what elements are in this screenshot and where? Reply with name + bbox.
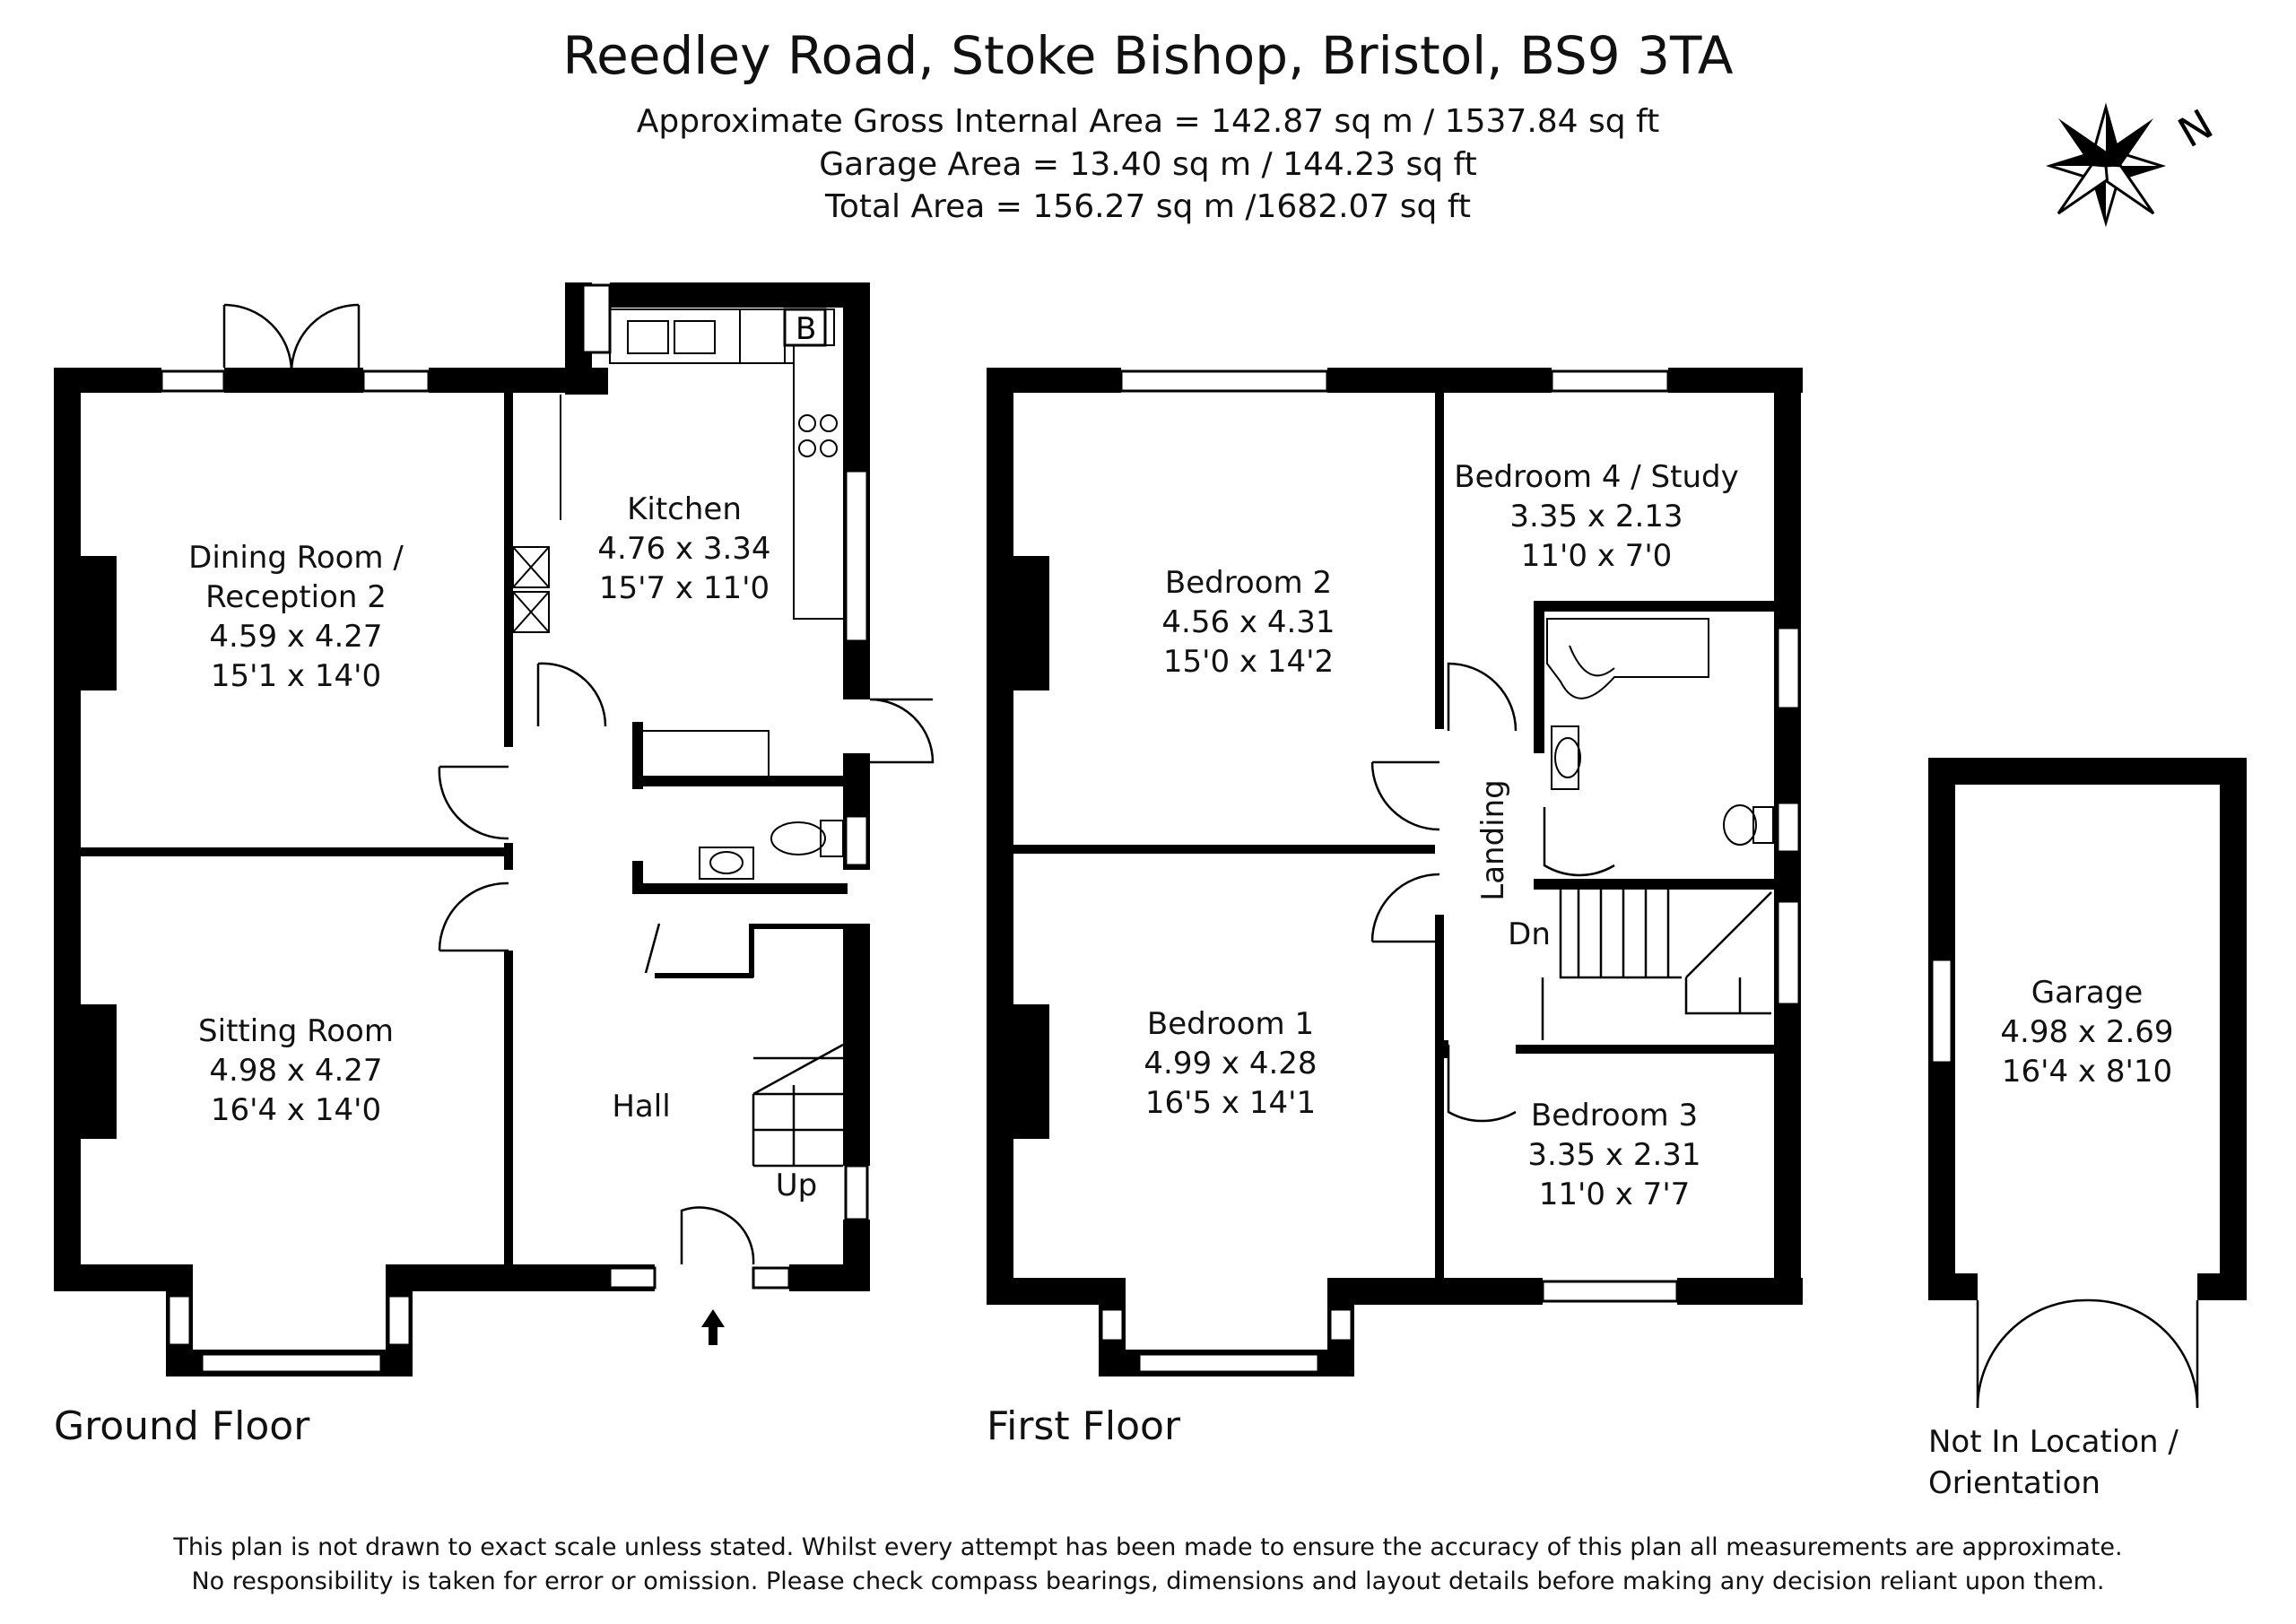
boiler-label: B [796, 311, 816, 347]
north-label: N [2170, 100, 2222, 157]
disclaimer-line-2: No responsibility is taken for error or … [191, 1568, 2105, 1595]
room-imperial: 11'0 x 7'7 [1538, 1177, 1691, 1212]
room-metric: 3.35 x 2.31 [1527, 1137, 1701, 1173]
plan-title: Reedley Road, Stoke Bishop, Bristol, BS9… [562, 25, 1734, 86]
garage-note: Not In Location / Orientation [1928, 1421, 2179, 1504]
stairs-down-label: Dn [1508, 916, 1551, 952]
room-label-sitting: Sitting Room 4.98 x 4.27 16'4 x 14'0 [198, 1012, 394, 1130]
room-label-hall: Hall [612, 1087, 670, 1126]
room-label-bedroom-3: Bedroom 3 3.35 x 2.31 11'0 x 7'7 [1527, 1096, 1700, 1214]
room-imperial: 16'4 x 8'10 [2001, 1054, 2173, 1090]
room-label-landing: Landing [1475, 779, 1511, 901]
ground-floor-doors [222, 303, 935, 1265]
room-name: Kitchen [627, 491, 742, 527]
room-name: Bedroom 4 / Study [1454, 459, 1739, 495]
room-name-2: Reception 2 [205, 579, 387, 615]
room-label-bedroom-2: Bedroom 2 4.56 x 4.31 15'0 x 14'2 [1161, 563, 1335, 682]
room-metric: 4.98 x 2.69 [2000, 1014, 2174, 1050]
entrance-arrow-icon [701, 1309, 725, 1345]
kitchen-fittings [512, 308, 844, 880]
garage-doors [1976, 1298, 2199, 1409]
room-imperial: 16'5 x 14'1 [1144, 1085, 1317, 1121]
room-label-garage: Garage 4.98 x 2.69 16'4 x 8'10 [2000, 973, 2173, 1091]
ground-floor-label: Ground Floor [54, 1403, 310, 1449]
bathroom-fittings [1546, 618, 1774, 846]
room-name: Bedroom 3 [1530, 1098, 1699, 1133]
garage-area: Garage Area = 13.40 sq m / 144.23 sq ft [819, 146, 1477, 183]
room-name: Dining Room / [188, 540, 404, 576]
room-metric: 4.99 x 4.28 [1144, 1046, 1318, 1081]
garage-windows [1930, 958, 1953, 1064]
room-imperial: 15'7 x 11'0 [598, 570, 770, 606]
total-area: Total Area = 156.27 sq m /1682.07 sq ft [824, 188, 1472, 225]
room-metric: 4.98 x 4.27 [209, 1053, 383, 1089]
room-label-bedroom-4: Bedroom 4 / Study 3.35 x 2.13 11'0 x 7'0 [1454, 457, 1738, 576]
disclaimer-line-1: This plan is not drawn to exact scale un… [173, 1533, 2123, 1561]
garage-note-line-1: Not In Location / [1928, 1424, 2179, 1460]
boiler-box [783, 308, 827, 347]
ground-floor-windows [160, 283, 869, 1374]
room-name: Bedroom 1 [1146, 1006, 1315, 1042]
first-floor-doors [1370, 662, 1772, 1123]
stairs-up-label: Up [775, 1168, 818, 1203]
room-metric: 3.35 x 2.13 [1509, 499, 1683, 534]
room-name: Hall [612, 1089, 671, 1125]
garage-walls [1928, 758, 2247, 1300]
garage-note-line-2: Orientation [1928, 1465, 2100, 1501]
room-metric: 4.59 x 4.27 [209, 619, 383, 655]
room-label-kitchen: Kitchen 4.76 x 3.34 15'7 x 11'0 [597, 490, 770, 608]
room-imperial: 15'1 x 14'0 [210, 658, 382, 694]
first-floor-label: First Floor [987, 1403, 1181, 1449]
room-metric: 4.56 x 4.31 [1161, 604, 1335, 640]
room-name: Garage [2031, 975, 2144, 1011]
room-imperial: 16'4 x 14'0 [210, 1092, 382, 1128]
room-label-bedroom-1: Bedroom 1 4.99 x 4.28 16'5 x 14'1 [1144, 1004, 1317, 1123]
room-imperial: 11'0 x 7'0 [1520, 538, 1673, 574]
gross-internal-area: Approximate Gross Internal Area = 142.87… [636, 103, 1660, 140]
ground-floor-walls [54, 282, 870, 1376]
compass-icon [2045, 102, 2167, 228]
room-label-dining: Dining Room / Reception 2 4.59 x 4.27 15… [188, 538, 404, 696]
room-name: Bedroom 2 [1164, 565, 1333, 601]
room-imperial: 15'0 x 14'2 [1162, 644, 1335, 680]
room-name: Sitting Room [198, 1013, 394, 1049]
room-metric: 4.76 x 3.34 [597, 531, 771, 567]
first-floor-windows [1100, 369, 1801, 1374]
